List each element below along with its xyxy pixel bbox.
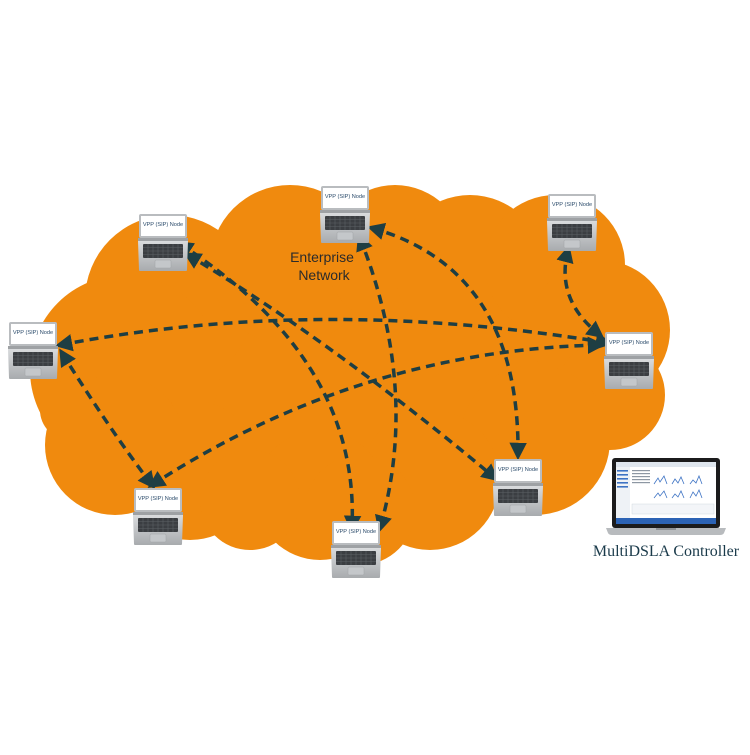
node-n5[interactable]: VPP (SIP) Node [133,487,183,545]
node-label: VPP (SIP) Node [143,222,183,228]
controller-caption: MultiDSLA Controller [593,543,740,560]
node-n8[interactable]: VPP (SIP) Node [331,520,381,578]
node-n4[interactable]: VPP (SIP) Node [547,193,597,251]
node-n3[interactable]: VPP (SIP) Node [320,185,370,243]
node-n1[interactable]: VPP (SIP) Node [138,213,188,271]
node-label: VPP (SIP) Node [552,202,592,208]
link-n2-n6 [54,317,614,352]
link-n4-n6 [556,244,605,339]
network-label-line2: Network [298,267,350,283]
network-label-line1: Enterprise [290,249,354,265]
link-n2-n5 [59,348,156,490]
node-label: VPP (SIP) Node [498,467,538,473]
node-n7[interactable]: VPP (SIP) Node [493,458,543,516]
node-label: VPP (SIP) Node [609,340,649,346]
node-label: VPP (SIP) Node [325,194,365,200]
node-label: VPP (SIP) Node [13,330,53,336]
link-n3-n7 [366,222,527,461]
node-label: VPP (SIP) Node [336,529,376,535]
node-label: VPP (SIP) Node [138,496,178,502]
link-n1-n8 [175,241,362,534]
node-n2[interactable]: VPP (SIP) Node [8,321,58,379]
controller-laptop[interactable] [606,458,726,535]
node-n6[interactable]: VPP (SIP) Node [604,331,654,389]
connection-links [54,222,614,534]
